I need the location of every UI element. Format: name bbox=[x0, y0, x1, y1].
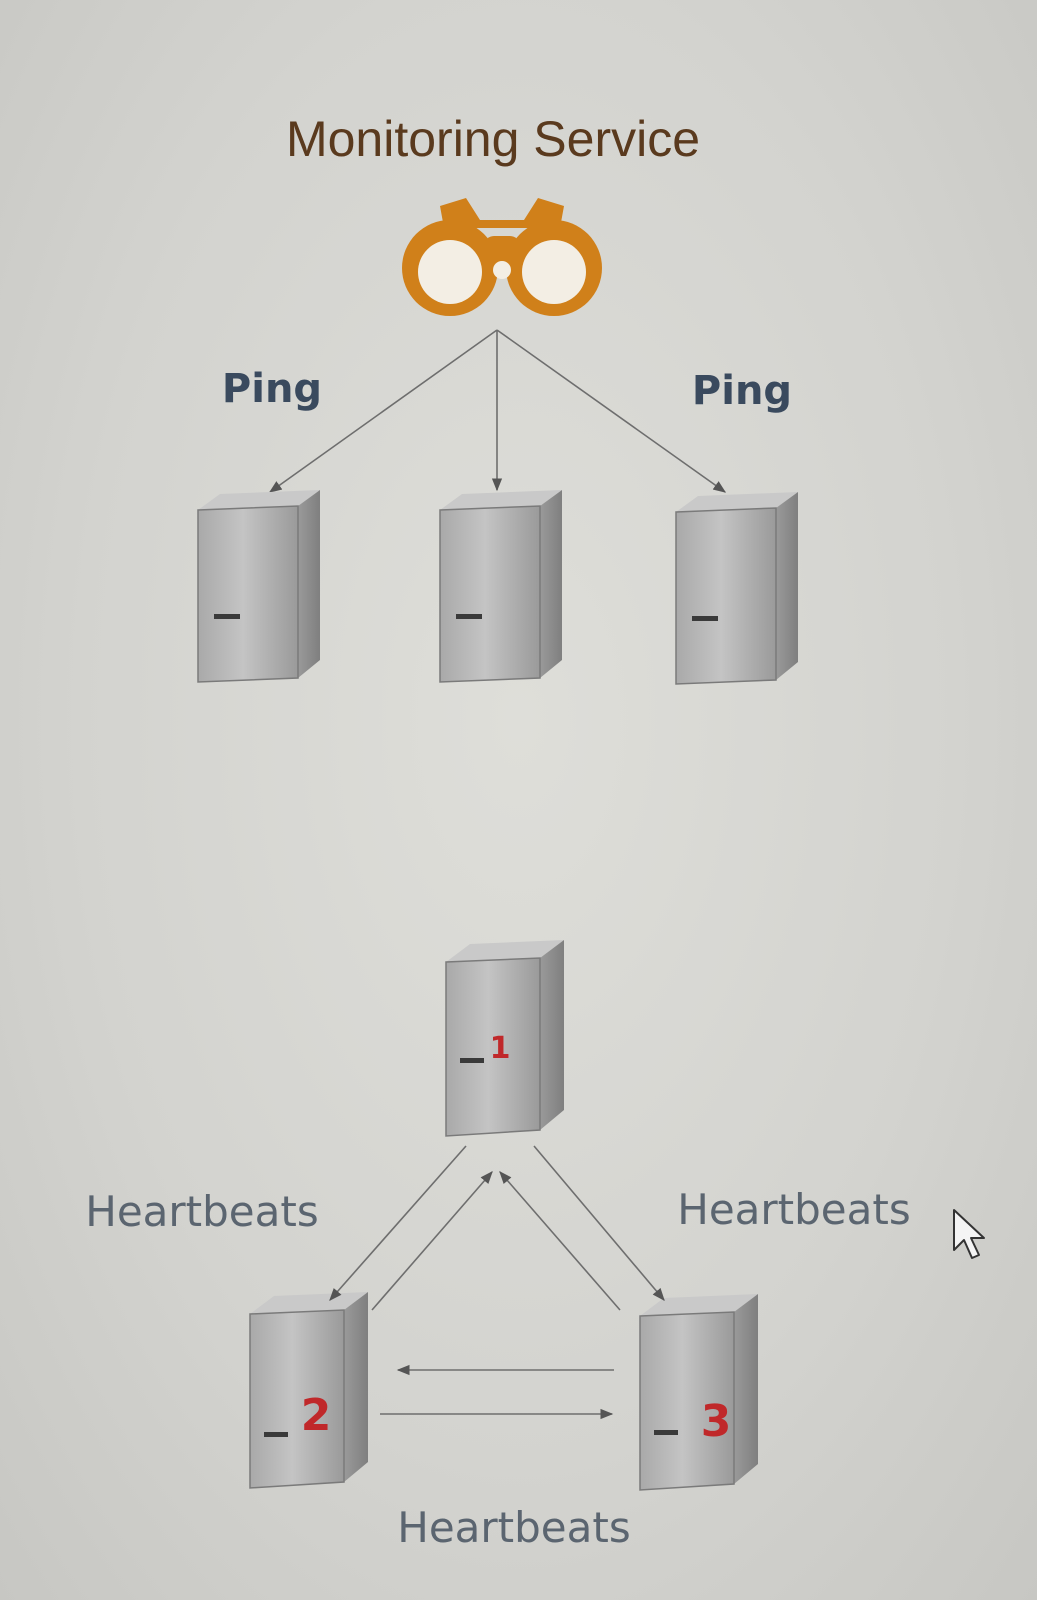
server-1-number: 1 bbox=[490, 1031, 511, 1066]
monitoring-service-title: Monitoring Service bbox=[286, 111, 700, 167]
server-3-number: 3 bbox=[701, 1396, 732, 1447]
ping-label-left: Ping bbox=[222, 366, 322, 412]
server-icon bbox=[197, 490, 320, 683]
server-2-number: 2 bbox=[301, 1390, 332, 1441]
heartbeats-label-bottom: Heartbeats bbox=[397, 1503, 630, 1552]
mouse-pointer-icon bbox=[953, 1209, 985, 1259]
server-1 bbox=[445, 940, 564, 1137]
ping-arrows bbox=[268, 329, 727, 493]
heartbeat-arrow-2-to-1 bbox=[371, 1171, 493, 1311]
server-3 bbox=[639, 1294, 758, 1491]
heartbeat-arrow-3-to-1 bbox=[499, 1171, 621, 1311]
heartbeats-label-right: Heartbeats bbox=[677, 1185, 910, 1234]
server-icon bbox=[675, 492, 798, 685]
server-2 bbox=[249, 1292, 368, 1489]
ping-label-right: Ping bbox=[692, 368, 792, 414]
ping-arrow-left bbox=[268, 329, 498, 493]
binoculars-icon bbox=[402, 198, 602, 316]
heartbeat-arrow-1-to-2 bbox=[329, 1145, 467, 1301]
heartbeats-label-left: Heartbeats bbox=[85, 1187, 318, 1236]
server-icon bbox=[439, 490, 562, 683]
ping-arrow-right bbox=[496, 329, 727, 493]
heartbeat-arrow-1-to-3 bbox=[533, 1145, 665, 1301]
heartbeat-arrows bbox=[329, 1145, 665, 1420]
